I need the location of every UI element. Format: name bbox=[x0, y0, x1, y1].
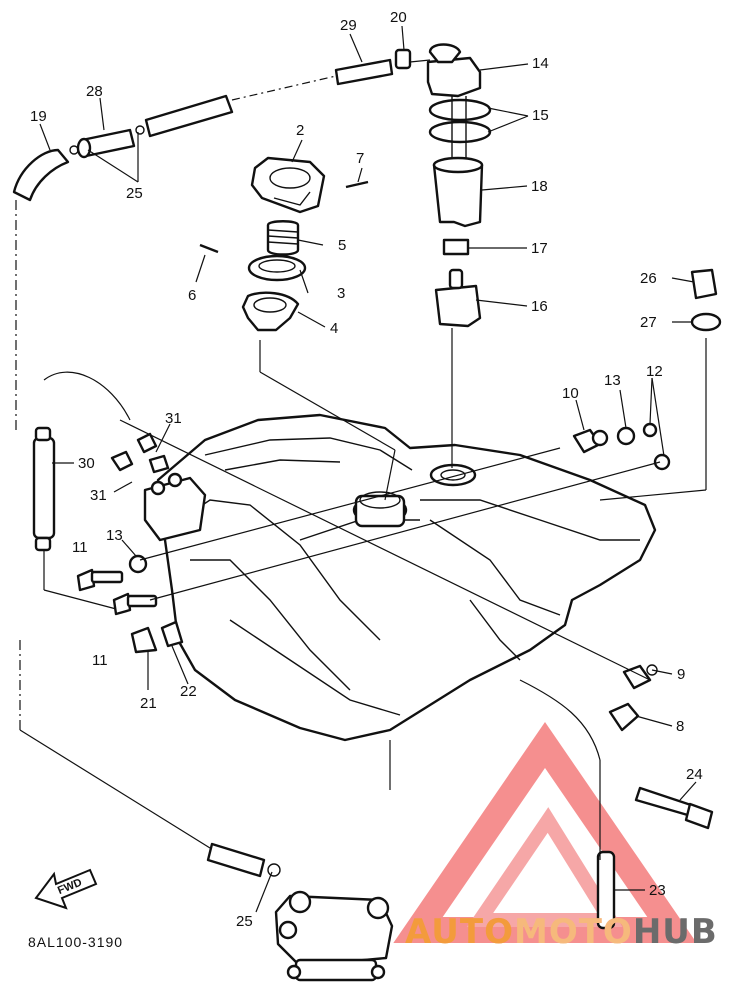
pin-7 bbox=[345, 180, 369, 189]
fuel-pickup-assembly bbox=[426, 43, 492, 468]
callout-29: 29 bbox=[340, 17, 357, 34]
callout-5: 5 bbox=[338, 237, 346, 254]
forward-arrow: FWD bbox=[34, 868, 98, 910]
clip-20 bbox=[394, 48, 412, 70]
callout-31b: 31 bbox=[90, 487, 107, 504]
callout-24: 24 bbox=[686, 766, 703, 783]
callout-pointers bbox=[39, 25, 697, 913]
callout-12: 12 bbox=[646, 363, 663, 380]
callout-15: 15 bbox=[532, 107, 549, 124]
callout-21: 21 bbox=[140, 695, 157, 712]
callout-11a: 11 bbox=[72, 539, 88, 556]
callout-3: 3 bbox=[337, 285, 345, 302]
spring bbox=[266, 220, 300, 256]
callout-17: 17 bbox=[531, 240, 548, 257]
fasteners bbox=[76, 268, 722, 930]
callout-31a: 31 bbox=[165, 410, 182, 427]
fuel-pump bbox=[274, 890, 394, 982]
callout-28: 28 bbox=[86, 83, 103, 100]
callout-16: 16 bbox=[531, 298, 548, 315]
watermark-logo: AUTOMOTOHUB bbox=[405, 912, 718, 952]
callout-25b: 25 bbox=[236, 913, 253, 930]
callout-19: 19 bbox=[30, 108, 47, 125]
callout-20: 20 bbox=[390, 9, 407, 26]
callout-18: 18 bbox=[531, 178, 548, 195]
callout-2: 2 bbox=[296, 122, 304, 139]
callout-14: 14 bbox=[532, 55, 549, 72]
watermark-triangle bbox=[393, 722, 697, 943]
callout-11b: 11 bbox=[92, 652, 108, 669]
watermark-part-3: HUB bbox=[632, 912, 718, 952]
callout-8: 8 bbox=[676, 718, 684, 735]
filler-cap-assembly bbox=[199, 156, 369, 332]
callout-7: 7 bbox=[356, 150, 364, 167]
pin-6 bbox=[199, 243, 219, 254]
callout-9: 9 bbox=[677, 666, 685, 683]
hose-top bbox=[144, 94, 234, 138]
callout-26: 26 bbox=[640, 270, 657, 287]
callout-27: 27 bbox=[640, 314, 657, 331]
callout-22: 22 bbox=[180, 683, 197, 700]
callout-13b: 13 bbox=[106, 527, 123, 544]
callout-4: 4 bbox=[330, 320, 338, 337]
callout-30: 30 bbox=[78, 455, 95, 472]
fuel-hoses bbox=[12, 48, 431, 430]
filler-cap bbox=[250, 156, 326, 214]
callout-25a: 25 bbox=[126, 185, 143, 202]
callout-13a: 13 bbox=[604, 372, 621, 389]
hose-19 bbox=[12, 148, 70, 202]
watermark-part-1: AUTO bbox=[405, 912, 514, 952]
leader-lines bbox=[19, 338, 707, 860]
callout-10: 10 bbox=[562, 385, 579, 402]
watermark-part-2: MOTO bbox=[513, 912, 633, 952]
breather-tube bbox=[32, 371, 170, 611]
drawing-code: 8AL100-3190 bbox=[28, 934, 124, 950]
fuel-tank bbox=[143, 413, 657, 790]
hose-29 bbox=[334, 58, 394, 86]
callout-labels: 2 3 4 5 6 7 8 9 10 11 11 12 13 13 14 15 … bbox=[30, 9, 703, 930]
callout-23: 23 bbox=[649, 882, 666, 899]
callout-6: 6 bbox=[188, 287, 196, 304]
